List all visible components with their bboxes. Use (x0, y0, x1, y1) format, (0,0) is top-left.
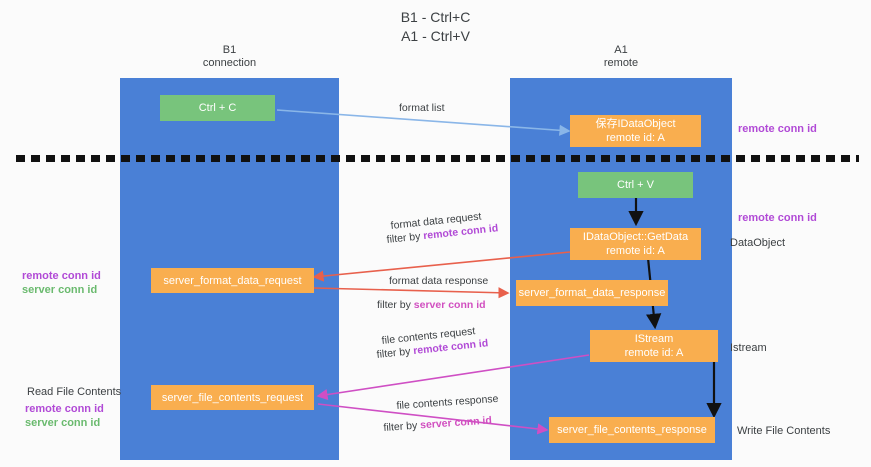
column-header-a1: A1 remote (603, 44, 639, 69)
label-dataobject: DataObject (730, 237, 786, 249)
label-left-remote-conn-id-bottom: remote conn id (25, 403, 104, 415)
label-write-file-contents: Write File Contents (737, 425, 831, 437)
box-ctrl-c[interactable]: Ctrl + C (160, 95, 275, 121)
box-istream[interactable]: IStream remote id: A (590, 330, 718, 362)
phase-divider (16, 155, 859, 162)
column-header-b1: B1 connection (202, 44, 257, 69)
caption-format-list: format list (399, 102, 445, 114)
filter-value-server-conn-id: server conn id (419, 414, 493, 432)
caption-format-data-response-filter: filter by server conn id (377, 298, 486, 312)
filter-prefix: filter by (383, 419, 421, 434)
caption-format-data-response: format data response (389, 275, 489, 287)
label-left-server-conn-id: server conn id (22, 284, 98, 296)
filter-prefix: filter by (376, 345, 414, 361)
filter-prefix: filter by (386, 230, 424, 246)
label-read-file-contents: Read File Contents (27, 386, 122, 398)
arrow-format-data-response (313, 287, 510, 299)
box-server-file-contents-request[interactable]: server_file_contents_request (151, 385, 314, 410)
box-server-file-contents-response[interactable]: server_file_contents_response (549, 417, 715, 443)
filter-value-server-conn-id: server conn id (413, 299, 486, 311)
label-right-remote-conn-id-mid: remote conn id (738, 212, 817, 224)
box-ctrl-v[interactable]: Ctrl + V (578, 172, 693, 198)
page-title: B1 - Ctrl+C A1 - Ctrl+V (400, 9, 471, 44)
box-server-format-data-request[interactable]: server_format_data_request (151, 268, 314, 293)
label-left-remote-conn-id: remote conn id (22, 270, 101, 282)
label-istream: Istream (730, 342, 767, 354)
filter-prefix: filter by (377, 299, 414, 311)
caption-file-contents-response-filter: filter by server conn id (383, 413, 492, 435)
box-save-idataobject[interactable]: 保存IDataObject remote id: A (570, 115, 701, 147)
label-right-remote-conn-id-top: remote conn id (738, 123, 817, 135)
box-server-format-data-response[interactable]: server_format_data_response (516, 280, 668, 306)
label-left-server-conn-id-bottom: server conn id (25, 417, 101, 429)
caption-file-contents-response: file contents response (396, 392, 499, 412)
box-idataobject-getdata[interactable]: IDataObject::GetData remote id: A (570, 228, 701, 260)
